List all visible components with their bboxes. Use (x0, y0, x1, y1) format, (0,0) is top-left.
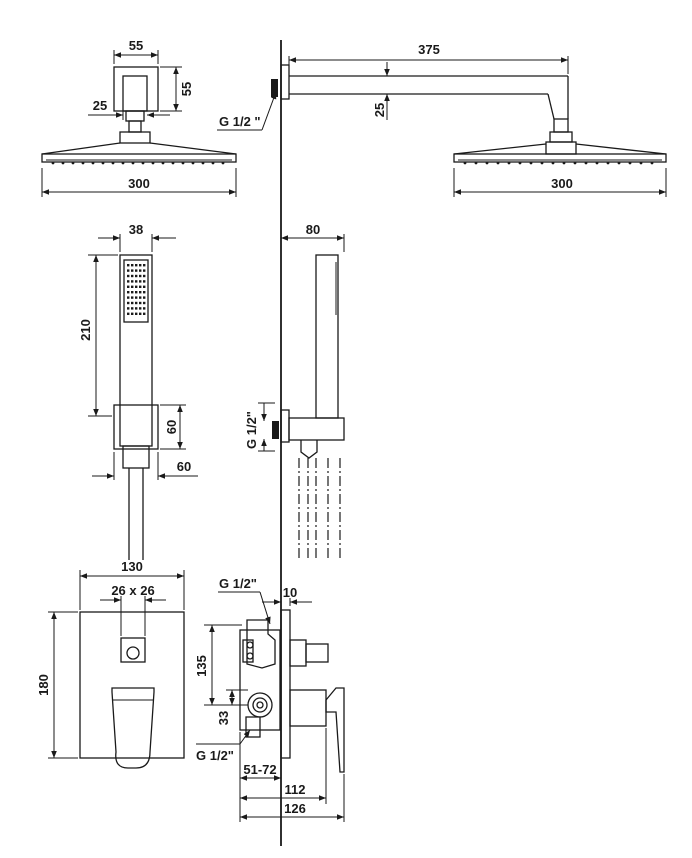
nozzle-dot (139, 285, 142, 288)
nozzle-dot (131, 285, 134, 288)
shower-head-left-nozzles (51, 161, 225, 165)
nozzle-dot (131, 280, 134, 283)
label-arm-thread: G 1/2 " (219, 114, 261, 129)
dim-valve-height: 135 (194, 655, 209, 677)
dim-arm-length: 375 (418, 42, 440, 57)
nozzle-dot (143, 312, 146, 315)
dimensions-cover-plate (48, 570, 185, 759)
shower-head-front-view (41, 66, 237, 163)
nozzle-dot (131, 269, 134, 272)
dim-valve-depth-112: 112 (285, 782, 306, 797)
nozzle-dot (135, 285, 138, 288)
nozzle-dot (135, 307, 138, 310)
nozzle-dot (127, 285, 130, 288)
hand-shower-nozzle-grid (127, 264, 146, 315)
nozzle-dot (127, 312, 130, 315)
nozzle-dot (135, 274, 138, 278)
nozzle-dot (143, 296, 146, 299)
nozzle-dot (139, 301, 142, 305)
label-bracket-thread: G 1/2" (244, 411, 259, 449)
nozzle-dot (135, 301, 138, 305)
dimensions-hand-shower (88, 234, 198, 480)
nozzle-dot (135, 264, 138, 267)
nozzle-dot (143, 264, 146, 267)
hand-shower-side-view (272, 254, 345, 560)
dimensions-shower-head-left (41, 50, 237, 197)
nozzle-dot (127, 296, 130, 299)
dim-holder-height: 60 (164, 420, 179, 434)
dim-valve-spacing: 33 (216, 711, 231, 725)
dim-head-side-height: 55 (179, 82, 194, 96)
nozzle-dot (127, 269, 130, 272)
nozzle-dot (131, 274, 134, 278)
dim-hand-length: 210 (78, 319, 93, 341)
nozzle-dot (127, 301, 130, 305)
nozzle-dot (139, 291, 142, 294)
concealed-valve-side-view (239, 609, 345, 773)
nozzle-dot (139, 296, 142, 299)
dimensions-shower-arm (217, 56, 667, 197)
dim-head-side-width: 55 (129, 38, 143, 53)
nozzle-dot (127, 264, 130, 267)
nozzle-dot (139, 307, 142, 310)
nozzle-dot (143, 307, 146, 310)
nozzle-dot (139, 264, 142, 267)
nozzle-dot (127, 291, 130, 294)
dim-bracket-depth: 80 (306, 222, 320, 237)
label-valve-thread-bottom: G 1/2" (196, 748, 234, 763)
dim-head-left-width: 300 (128, 176, 150, 191)
nozzle-dot (131, 307, 134, 310)
nozzle-dot (127, 280, 130, 283)
nozzle-dot (131, 296, 134, 299)
dim-plate-height: 180 (36, 674, 51, 696)
nozzle-dot (131, 301, 134, 305)
nozzle-dot (143, 301, 146, 305)
nozzle-dot (135, 296, 138, 299)
dim-plate-width: 130 (121, 559, 143, 574)
dim-plate-opening: 26 x 26 (111, 583, 154, 598)
nozzle-dot (139, 280, 142, 283)
nozzle-dot (135, 291, 138, 294)
nozzle-dot (143, 291, 146, 294)
nozzle-dot (139, 269, 142, 272)
shower-head-right-nozzles (463, 161, 654, 165)
dim-hand-width: 38 (129, 222, 143, 237)
nozzle-dot (131, 264, 134, 267)
nozzle-dot (143, 274, 146, 278)
shower-arm-side-view (271, 64, 667, 163)
dim-valve-depth-126: 126 (284, 801, 306, 816)
nozzle-dot (143, 285, 146, 288)
dim-valve-depth-range: 51-72 (243, 762, 276, 777)
cover-plate-front-view (79, 611, 185, 769)
nozzle-dot (131, 312, 134, 315)
dim-head-side-depth: 25 (93, 98, 107, 113)
nozzle-dot (139, 312, 142, 315)
nozzle-dot (127, 307, 130, 310)
nozzle-dot (135, 312, 138, 315)
dimensions-valve (196, 591, 345, 822)
nozzle-dot (135, 269, 138, 272)
nozzle-dot (143, 280, 146, 283)
nozzle-dot (131, 291, 134, 294)
dim-valve-offset: 10 (283, 585, 297, 600)
dim-holder-width: 60 (177, 459, 191, 474)
hand-shower-front-view (113, 254, 159, 560)
dim-head-right-width: 300 (551, 176, 573, 191)
label-valve-thread-top: G 1/2" (219, 576, 257, 591)
dim-arm-drop: 25 (372, 103, 387, 117)
dimensions-bracket (258, 234, 345, 452)
nozzle-dot (135, 280, 138, 283)
nozzle-dot (143, 269, 146, 272)
nozzle-dot (139, 274, 142, 278)
nozzle-dot (127, 274, 130, 278)
